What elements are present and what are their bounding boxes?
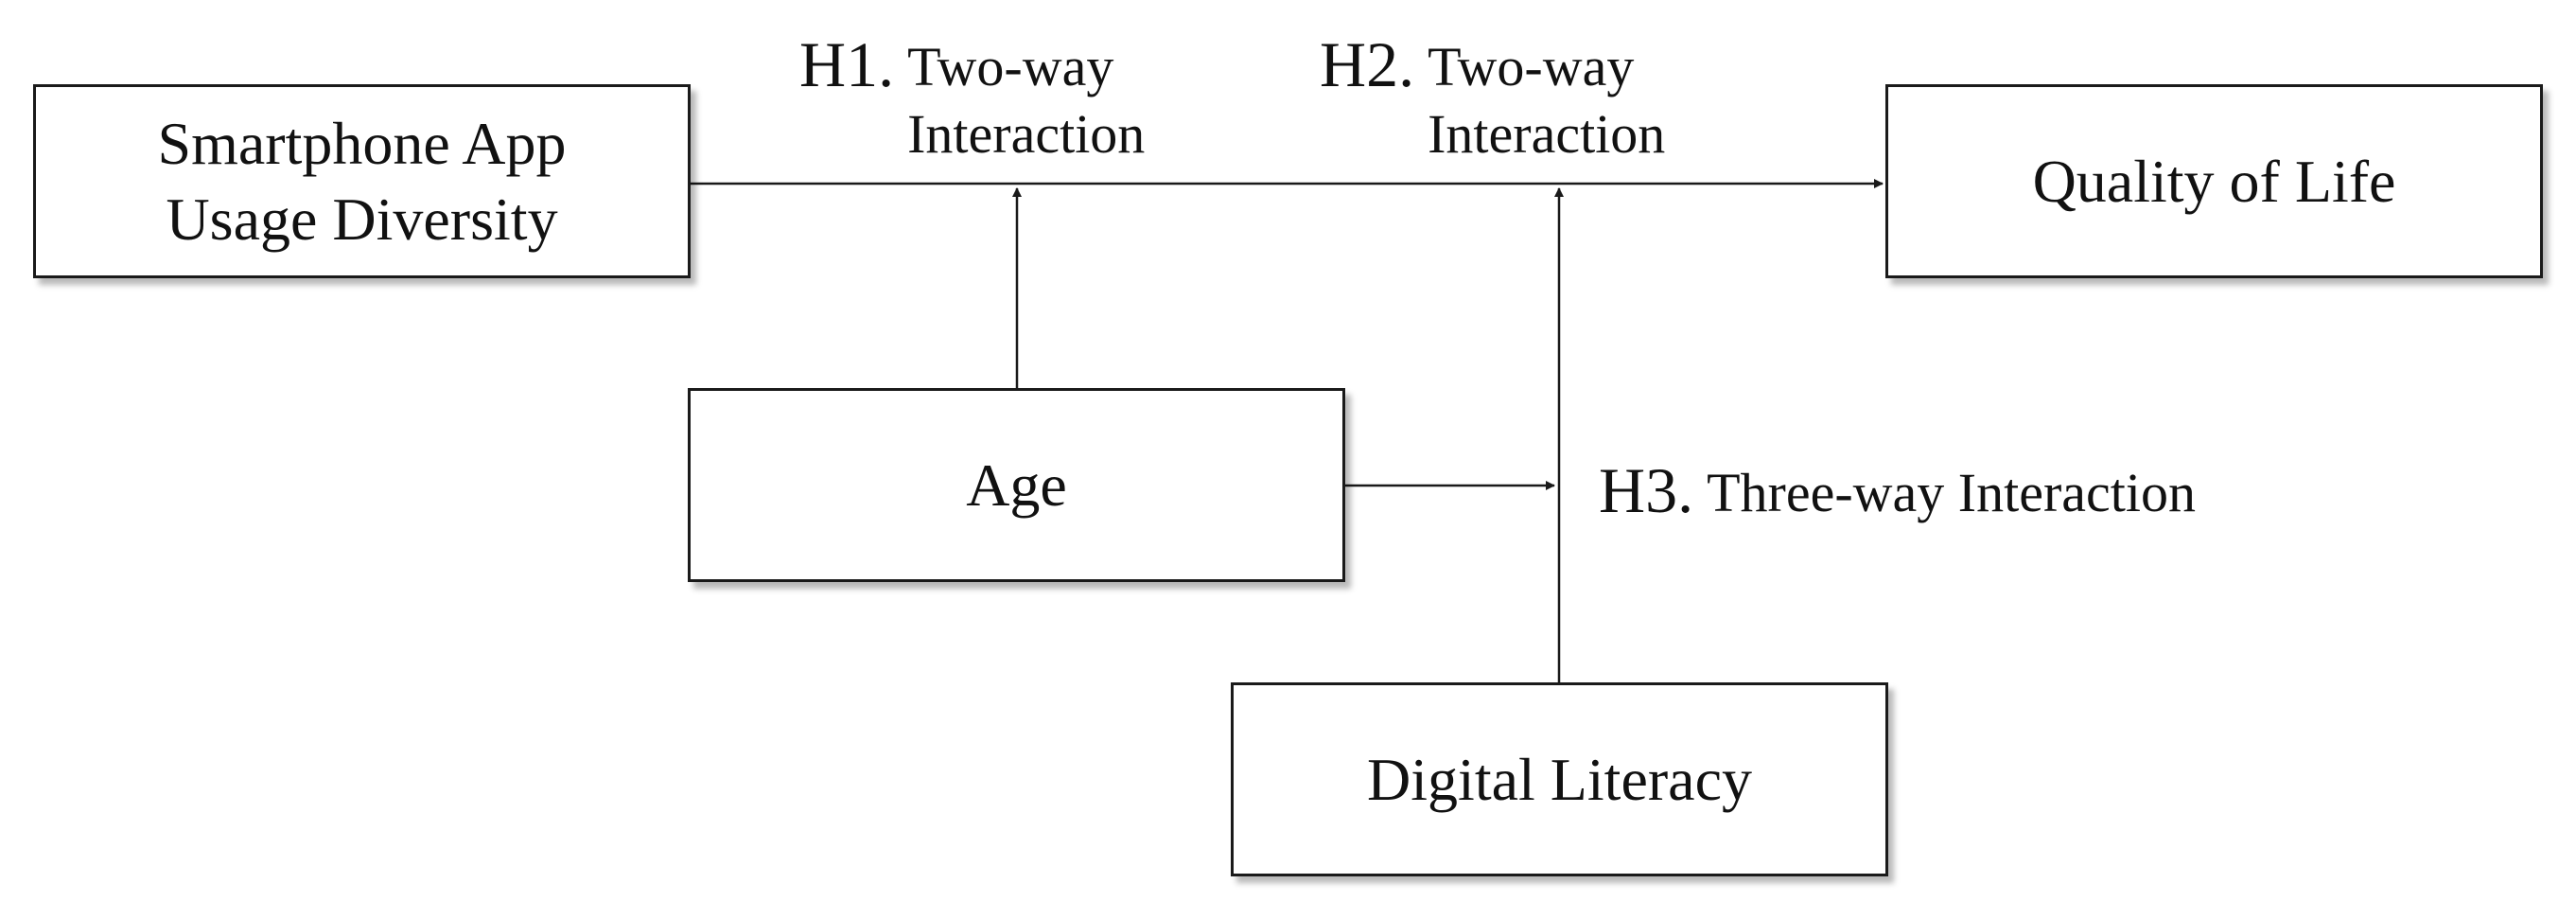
hypothesis-h1-text: Two-way Interaction xyxy=(907,36,1146,165)
smartphone-app-usage-diversity-label: Smartphone App Usage Diversity xyxy=(157,109,567,253)
hypothesis-h2: H2. Two-way Interaction xyxy=(1320,28,1665,168)
digital-literacy-box: Digital Literacy xyxy=(1231,682,1888,876)
hypothesis-h3-text: Three-way Interaction xyxy=(1707,462,2196,523)
hypothesis-h1: H1. Two-way Interaction xyxy=(799,28,1145,168)
smartphone-app-usage-diversity-box: Smartphone App Usage Diversity xyxy=(33,84,691,278)
digital-literacy-label: Digital Literacy xyxy=(1367,745,1752,813)
hypothesis-h1-tag: H1. xyxy=(799,28,895,100)
quality-of-life-box: Quality of Life xyxy=(1885,84,2543,278)
hypothesis-h3-tag: H3. xyxy=(1599,454,1694,526)
hypothesis-h2-text: Two-way Interaction xyxy=(1428,36,1666,165)
age-label: Age xyxy=(966,451,1067,519)
hypothesis-h2-tag: H2. xyxy=(1320,28,1415,100)
age-box: Age xyxy=(688,388,1345,582)
hypothesis-h3: H3. Three-way Interaction xyxy=(1599,454,2196,527)
quality-of-life-label: Quality of Life xyxy=(2032,147,2396,215)
